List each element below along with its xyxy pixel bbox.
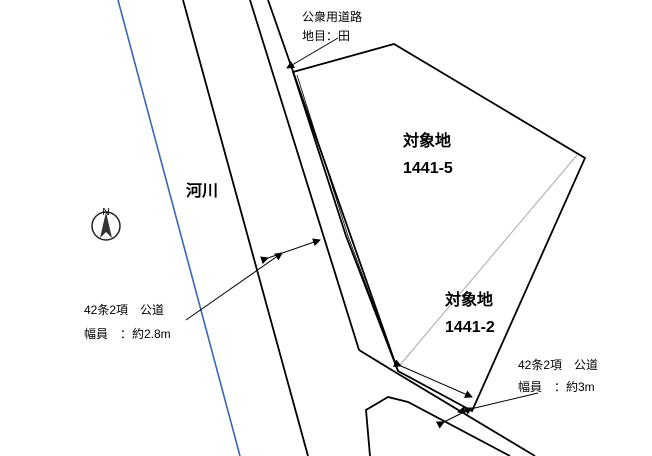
public-road-label: 公衆用道路 地目：田 [302, 10, 362, 43]
road-left-edge [182, 0, 309, 456]
inner-boundary [296, 74, 399, 372]
left-road-type: 42条2項 公道 [84, 303, 165, 317]
left-road-width: 幅員 ：約2.8m [84, 327, 171, 341]
lower-road-edge [358, 349, 536, 456]
north-compass-icon: N [91, 207, 121, 241]
leader-public-road [286, 37, 339, 69]
river-line [117, 0, 241, 456]
right-road-type: 42条2項 公道 [518, 358, 599, 372]
target-name-1: 対象地 [403, 133, 452, 150]
right-road-label: 42条2項 公道 幅員 ：約3m [518, 358, 598, 394]
target-label-1: 対象地 1441-5 [403, 133, 453, 178]
public-road-edge [267, 0, 399, 372]
leader-right-road [457, 392, 539, 415]
width-dimension-right [435, 407, 473, 429]
public-road-text: 公衆用道路 [302, 10, 363, 24]
leader-left-road [185, 252, 283, 321]
lower-road-edge-2 [365, 396, 511, 456]
width-dimension-road [392, 359, 473, 398]
width-dimension-left [260, 238, 321, 265]
target-label-2: 対象地 1441-2 [445, 292, 495, 337]
compass-label: N [102, 207, 109, 218]
road-right-edge [249, 0, 360, 351]
left-road-label: 42条2項 公道 幅員 ：約2.8m [84, 303, 171, 341]
river-label: 河川 [186, 183, 219, 200]
lot-number-2: 1441-2 [445, 319, 495, 336]
lot-number-1: 1441-5 [403, 160, 453, 177]
parcel-divider [399, 154, 578, 366]
right-road-width: 幅員 ：約3m [518, 380, 595, 394]
target-parcel-outline [291, 43, 587, 413]
land-category-text: 地目：田 [302, 29, 351, 43]
target-name-2: 対象地 [445, 292, 494, 309]
